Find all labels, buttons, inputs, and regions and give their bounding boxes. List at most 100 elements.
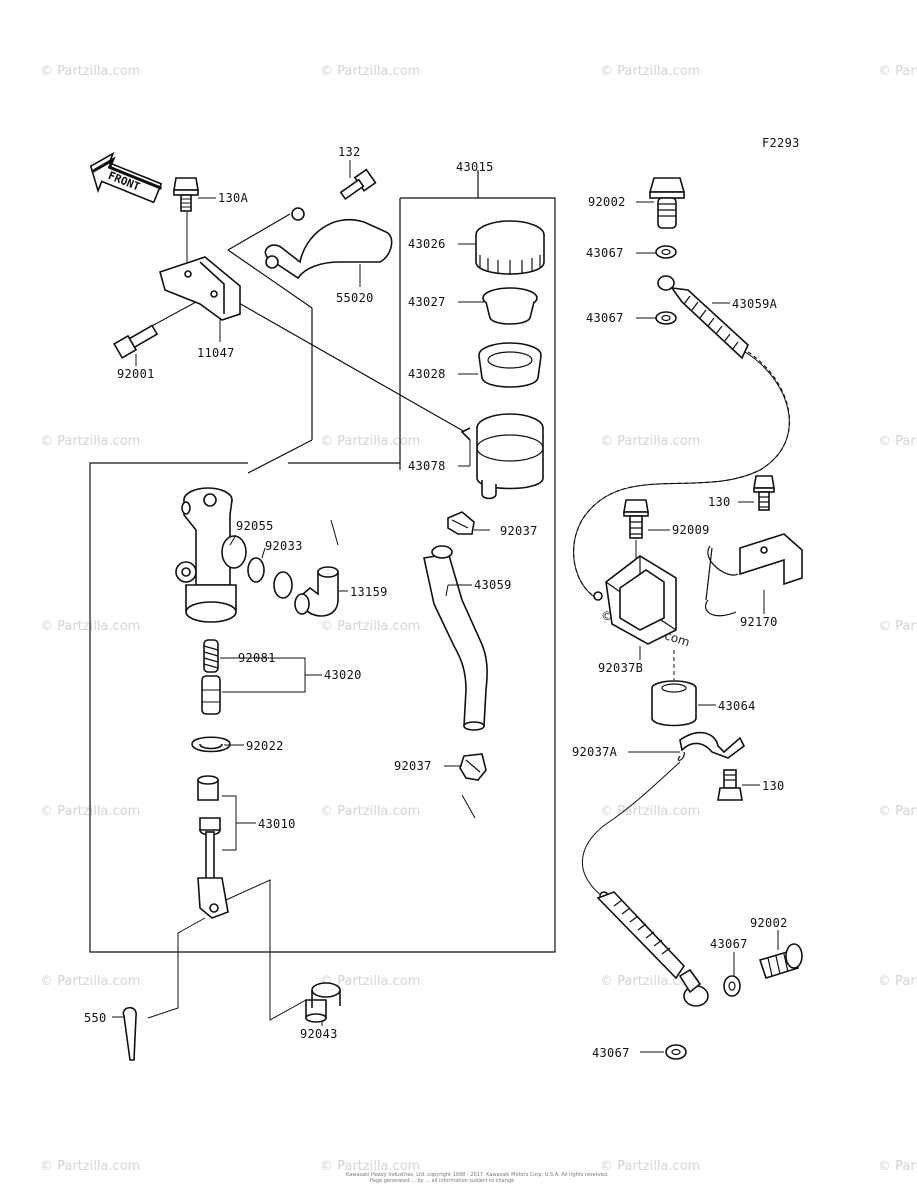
label-550: 550	[84, 1011, 107, 1025]
label-92037-bottom: 92037	[394, 759, 432, 773]
clip-55020	[264, 207, 393, 280]
watermark: © Partzilla.com	[878, 804, 917, 819]
watermark: © Partzilla.com	[320, 64, 420, 79]
footer-line: Kawasaki Heavy Industries, Ltd. copyrigh…	[346, 1172, 609, 1178]
watermark: © Partzilla.com	[320, 1159, 420, 1174]
washer-43067-a	[655, 245, 677, 259]
label-130-top: 130	[708, 495, 731, 509]
watermark: © Partzilla.com	[40, 64, 140, 79]
label-43010: 43010	[258, 817, 296, 831]
snap-ring-92022	[191, 736, 231, 753]
label-43067-b: 43067	[586, 311, 624, 325]
label-43078: 43078	[408, 459, 446, 473]
washer-43067-d	[665, 1044, 687, 1060]
label-43059: 43059	[474, 578, 512, 592]
washer-43067-b	[655, 311, 677, 325]
watermark: © Partzilla.com	[40, 974, 140, 989]
label-92170: 92170	[740, 615, 778, 629]
watermark: © Partzilla.com	[878, 434, 917, 449]
spring-92081	[203, 639, 219, 673]
diaphragm-43028	[478, 342, 542, 388]
elbow-13159	[294, 566, 339, 617]
reservoir-43078	[460, 413, 544, 500]
watermark: © Partzilla.com	[878, 619, 917, 634]
bolt-92009	[623, 499, 649, 560]
label-92043: 92043	[300, 1027, 338, 1041]
hose-43059	[423, 545, 488, 731]
label-92002-bottom: 92002	[750, 916, 788, 930]
label-92081: 92081	[238, 651, 276, 665]
label-92002-top: 92002	[588, 195, 626, 209]
label-92009: 92009	[672, 523, 710, 537]
holder-92037b	[605, 555, 677, 645]
label-43067-c: 43067	[710, 937, 748, 951]
watermark: © Partzilla.com	[320, 804, 420, 819]
bolt-92001	[113, 324, 159, 359]
watermark: © Partzilla.com	[320, 434, 420, 449]
clamp-92037-bottom	[459, 753, 487, 781]
label-92022: 92022	[246, 739, 284, 753]
grommet-43064	[651, 650, 697, 727]
master-cylinder-body	[175, 487, 247, 623]
clip-92037a	[677, 731, 746, 761]
cotter-pin-550	[122, 1006, 137, 1061]
label-92055: 92055	[236, 519, 274, 533]
label-43059a: 43059A	[732, 297, 778, 311]
label-92037a: 92037A	[572, 745, 618, 759]
label-43027: 43027	[408, 295, 446, 309]
oring-92055	[247, 557, 265, 583]
pushrod-43010	[197, 775, 229, 919]
label-43067-a: 43067	[586, 246, 624, 260]
watermark: © Partzilla.com	[320, 619, 420, 634]
bolt-92002-top	[648, 177, 686, 229]
label-43067-d: 43067	[592, 1046, 630, 1060]
part-labels: 130A 132 43015 55020 43026 43027 11047 9…	[84, 145, 788, 1060]
bolt-132	[339, 168, 377, 201]
footer-line: Page generated ... by ... all informatio…	[370, 1178, 514, 1184]
pin-92043	[305, 982, 341, 1023]
washer-43067-c	[723, 975, 741, 997]
figure-code: F2293	[762, 136, 800, 150]
label-92033: 92033	[265, 539, 303, 553]
footer: Kawasaki Heavy Industries, Ltd. copyrigh…	[346, 1172, 609, 1184]
watermark: © Partzilla.com	[600, 1159, 700, 1174]
watermark: © Partzilla.com	[600, 434, 700, 449]
watermark: © Partzilla.com	[40, 434, 140, 449]
watermark: © Partzilla.com	[878, 64, 917, 79]
label-92001: 92001	[117, 367, 155, 381]
label-92037-top: 92037	[500, 524, 538, 538]
hose-lower	[582, 761, 709, 1007]
piston-43020	[201, 675, 221, 715]
label-43015: 43015	[456, 160, 494, 174]
watermark: © Partzilla.com	[600, 804, 700, 819]
leader-lines	[112, 160, 779, 1053]
hose-43059a	[573, 275, 791, 601]
label-92037b: 92037B	[598, 661, 643, 675]
label-55020: 55020	[336, 291, 374, 305]
watermark: © Partzilla.com	[320, 974, 420, 989]
label-11047: 11047	[197, 346, 235, 360]
bolt-130a	[173, 177, 199, 212]
watermark: © Partzilla.com	[600, 64, 700, 79]
bolt-130-bottom	[717, 769, 743, 801]
label-43026: 43026	[408, 237, 446, 251]
watermark: © Partzilla.com	[878, 974, 917, 989]
label-43064: 43064	[718, 699, 756, 713]
bracket-92170	[705, 533, 803, 617]
plate-43027	[482, 287, 538, 325]
label-13159: 13159	[350, 585, 388, 599]
label-130a: 130A	[218, 191, 249, 205]
oring-92033	[273, 571, 293, 599]
front-arrow-icon: FRONT	[89, 151, 163, 204]
label-43028: 43028	[408, 367, 446, 381]
watermark: © Partzilla.com	[40, 1159, 140, 1174]
label-130-bottom: 130	[762, 779, 785, 793]
watermark: © Partzilla.com	[878, 1159, 917, 1174]
label-132: 132	[338, 145, 361, 159]
cap-43026	[475, 220, 545, 275]
assembly-outline	[89, 170, 556, 1021]
bracket-11047	[159, 256, 241, 321]
clamp-92037-top	[447, 511, 475, 535]
bolt-92002-bottom	[758, 943, 803, 979]
